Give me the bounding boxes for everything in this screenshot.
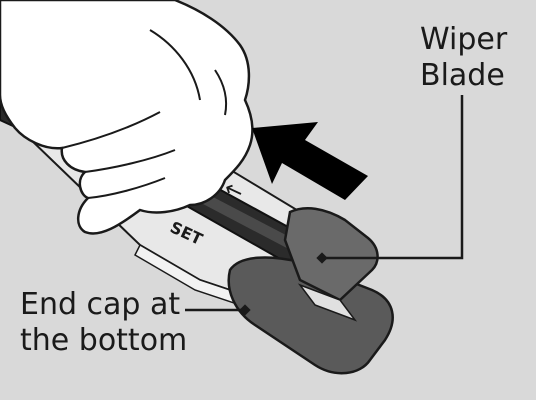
end-cap-top	[283, 207, 379, 302]
finger-line-2	[61, 111, 161, 149]
hand	[0, 0, 254, 235]
wiper-blade-leader-diamond-icon	[316, 252, 328, 264]
thumb-line	[149, 29, 201, 101]
rubber-blade-highlight	[186, 185, 305, 255]
wiper-blade-label-line-1: Wiper	[420, 22, 508, 57]
end-cap-label-line-1: End cap at	[20, 287, 181, 322]
end-cap-slot	[297, 283, 358, 322]
end-cap-label-line-2: the bottom	[20, 323, 188, 358]
wiper-blade-leader-line	[322, 95, 464, 260]
finger-line-3	[87, 177, 166, 199]
end-cap-label: End cap at the bottom	[20, 287, 187, 359]
end-cap-leader-diamond-icon	[239, 304, 251, 316]
wiper-blade-label: Wiper Blade	[420, 22, 507, 94]
knuckle-line	[214, 69, 228, 116]
wiper-blade-label-line-2: Blade	[420, 58, 505, 93]
finger-line-1	[84, 149, 176, 173]
direction-arrow-icon	[252, 122, 368, 200]
